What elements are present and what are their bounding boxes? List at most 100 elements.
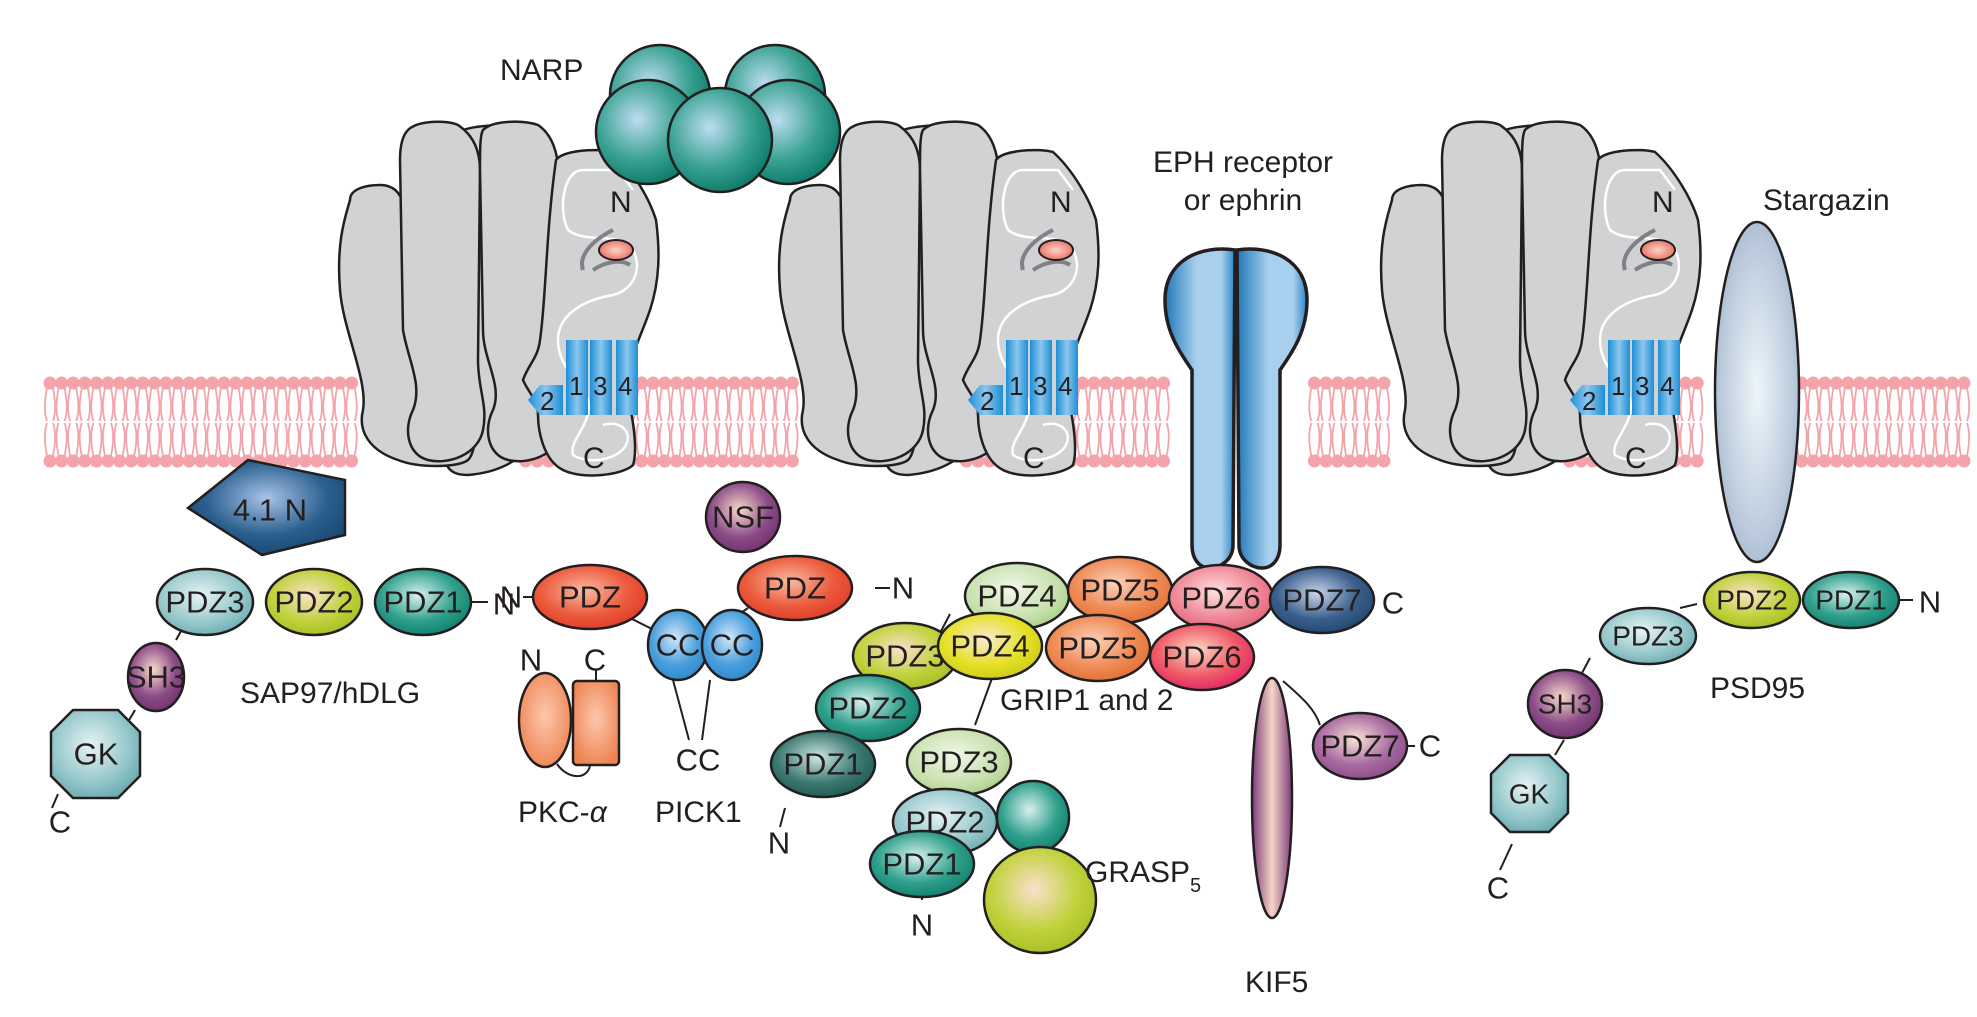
nsf-label: NSF [712, 500, 774, 535]
lipid [274, 375, 290, 469]
psd95-pdz3: PDZ3 [1612, 621, 1684, 652]
grip-b-pdz5: PDZ5 [1058, 631, 1137, 666]
lipid [1817, 375, 1833, 469]
receptor-3-tm2: 2 [1582, 386, 1596, 416]
sap97-n-term: N [493, 587, 515, 622]
narp-label: NARP [500, 54, 583, 87]
pick1-label: PICK1 [655, 796, 742, 829]
grasp-label-text: GRASP [1085, 856, 1190, 889]
lipid [1875, 375, 1891, 469]
lipid [286, 375, 302, 469]
lipid [1933, 375, 1949, 469]
receptor-2-n-label: N [1050, 186, 1072, 219]
sap97-label: SAP97/hDLG [240, 677, 420, 710]
grip-b-pdz7: PDZ7 [1320, 729, 1399, 764]
sap97-pdz2: PDZ2 [274, 585, 353, 620]
grip-a-pdz5: PDZ5 [1080, 573, 1159, 608]
grip-molecule-a: PDZ4 PDZ5 PDZ6 PDZ7 PDZ3 PDZ2 PDZ1 N C [768, 555, 1404, 861]
psd95-n-term: N [1919, 585, 1941, 620]
lipid [320, 375, 336, 469]
sap97-hdlg: PDZ3 PDZ2 PDZ1 SH3 GK N C SAP97/hDLG [49, 567, 515, 840]
lipid [1956, 375, 1972, 469]
lipid [1376, 375, 1392, 469]
psd95-pdz2: PDZ2 [1716, 585, 1788, 616]
lipid [1863, 375, 1879, 469]
grip-a-pdz2: PDZ2 [828, 691, 907, 726]
receptor-3-c-label: C [1625, 442, 1647, 475]
lipid [146, 375, 162, 469]
grip-b-pdz3: PDZ3 [919, 745, 998, 780]
grip-b-pdz6: PDZ6 [1162, 640, 1241, 675]
receptor-3-tm1: 1 [1611, 371, 1625, 401]
lipid [158, 375, 174, 469]
lipid [703, 375, 719, 469]
grip-b-n-term: N [911, 908, 933, 943]
lipid [727, 375, 742, 469]
psd95: PDZ2 PDZ1 PDZ3 SH3 GK N C PSD95 [1487, 570, 1941, 906]
stargazin [1713, 220, 1801, 564]
grip-a-pdz6: PDZ6 [1181, 581, 1260, 616]
grip-b-pdz4: PDZ4 [950, 629, 1029, 664]
grip-a-pdz4: PDZ4 [977, 579, 1056, 614]
pick1-cc-terminal: CC [676, 743, 721, 778]
lipid [77, 375, 93, 469]
lipid [773, 375, 789, 469]
sap97-pdz1: PDZ1 [383, 585, 462, 620]
psd95-sh3: SH3 [1538, 689, 1592, 720]
lipid [228, 375, 244, 469]
lipid [1945, 375, 1960, 469]
kif5: KIF5 [1245, 676, 1308, 999]
lipid [54, 375, 69, 469]
grip-b-c-term: C [1419, 729, 1441, 764]
ampa-receptor-1: N C 2 1 3 4 [337, 119, 661, 478]
receptor-1-tm2: 2 [540, 386, 554, 416]
lipid [657, 375, 673, 469]
lipid [1144, 375, 1160, 469]
kif5-label: KIF5 [1245, 966, 1308, 999]
pkc-c-term: C [584, 643, 606, 678]
grip-a-c-term: C [1382, 586, 1404, 621]
lipid [344, 375, 360, 469]
lipid [680, 375, 696, 469]
psd95-pdz1: PDZ1 [1815, 585, 1887, 616]
lipid [297, 375, 313, 469]
band-4.1n-label: 4.1 N [233, 493, 307, 528]
receptor-3-tm4: 4 [1660, 371, 1674, 401]
receptor-2-tm3: 3 [1033, 371, 1047, 401]
lipid [785, 375, 800, 469]
lipid [42, 375, 58, 469]
lipid [1109, 375, 1125, 469]
grip-label: GRIP1 and 2 [1000, 684, 1173, 717]
lipid [1330, 375, 1345, 469]
pick1-cc-left: CC [656, 628, 701, 663]
pick1-n-term-left: N [500, 580, 522, 615]
receptor-2-tm2: 2 [980, 386, 994, 416]
receptor-2-tm4: 4 [1058, 371, 1072, 401]
eph-receptor [1163, 247, 1309, 570]
grip-molecule-b: PDZ4 PDZ5 PDZ6 PDZ7 PDZ3 PDZ2 PDZ1 N C G… [868, 611, 1441, 943]
lipid [738, 375, 754, 469]
receptor-3-tm3: 3 [1635, 371, 1649, 401]
lipid [193, 375, 209, 469]
lipid [1921, 375, 1937, 469]
lipid [112, 375, 127, 469]
pkc-label-text: PKC- [518, 796, 590, 829]
lipid [1898, 375, 1914, 469]
lipid [135, 375, 151, 469]
receptor-1-tm4: 4 [618, 371, 632, 401]
lipid [1086, 375, 1102, 469]
lipid [1910, 375, 1925, 469]
narp-cluster [594, 43, 842, 194]
lipid [750, 375, 765, 469]
sap97-pdz3: PDZ3 [165, 585, 244, 620]
lipid [1365, 375, 1380, 469]
lipid [1689, 375, 1705, 469]
pick1-pdz-right: PDZ [764, 571, 826, 606]
lipid [100, 375, 116, 469]
pkc-n-term: N [520, 643, 542, 678]
lipid [204, 375, 220, 469]
grasp5: GRASP5 [982, 779, 1201, 955]
psd95-label: PSD95 [1710, 672, 1805, 705]
pick1: PDZ CC CC PDZ N N CC PICK1 [500, 554, 914, 829]
